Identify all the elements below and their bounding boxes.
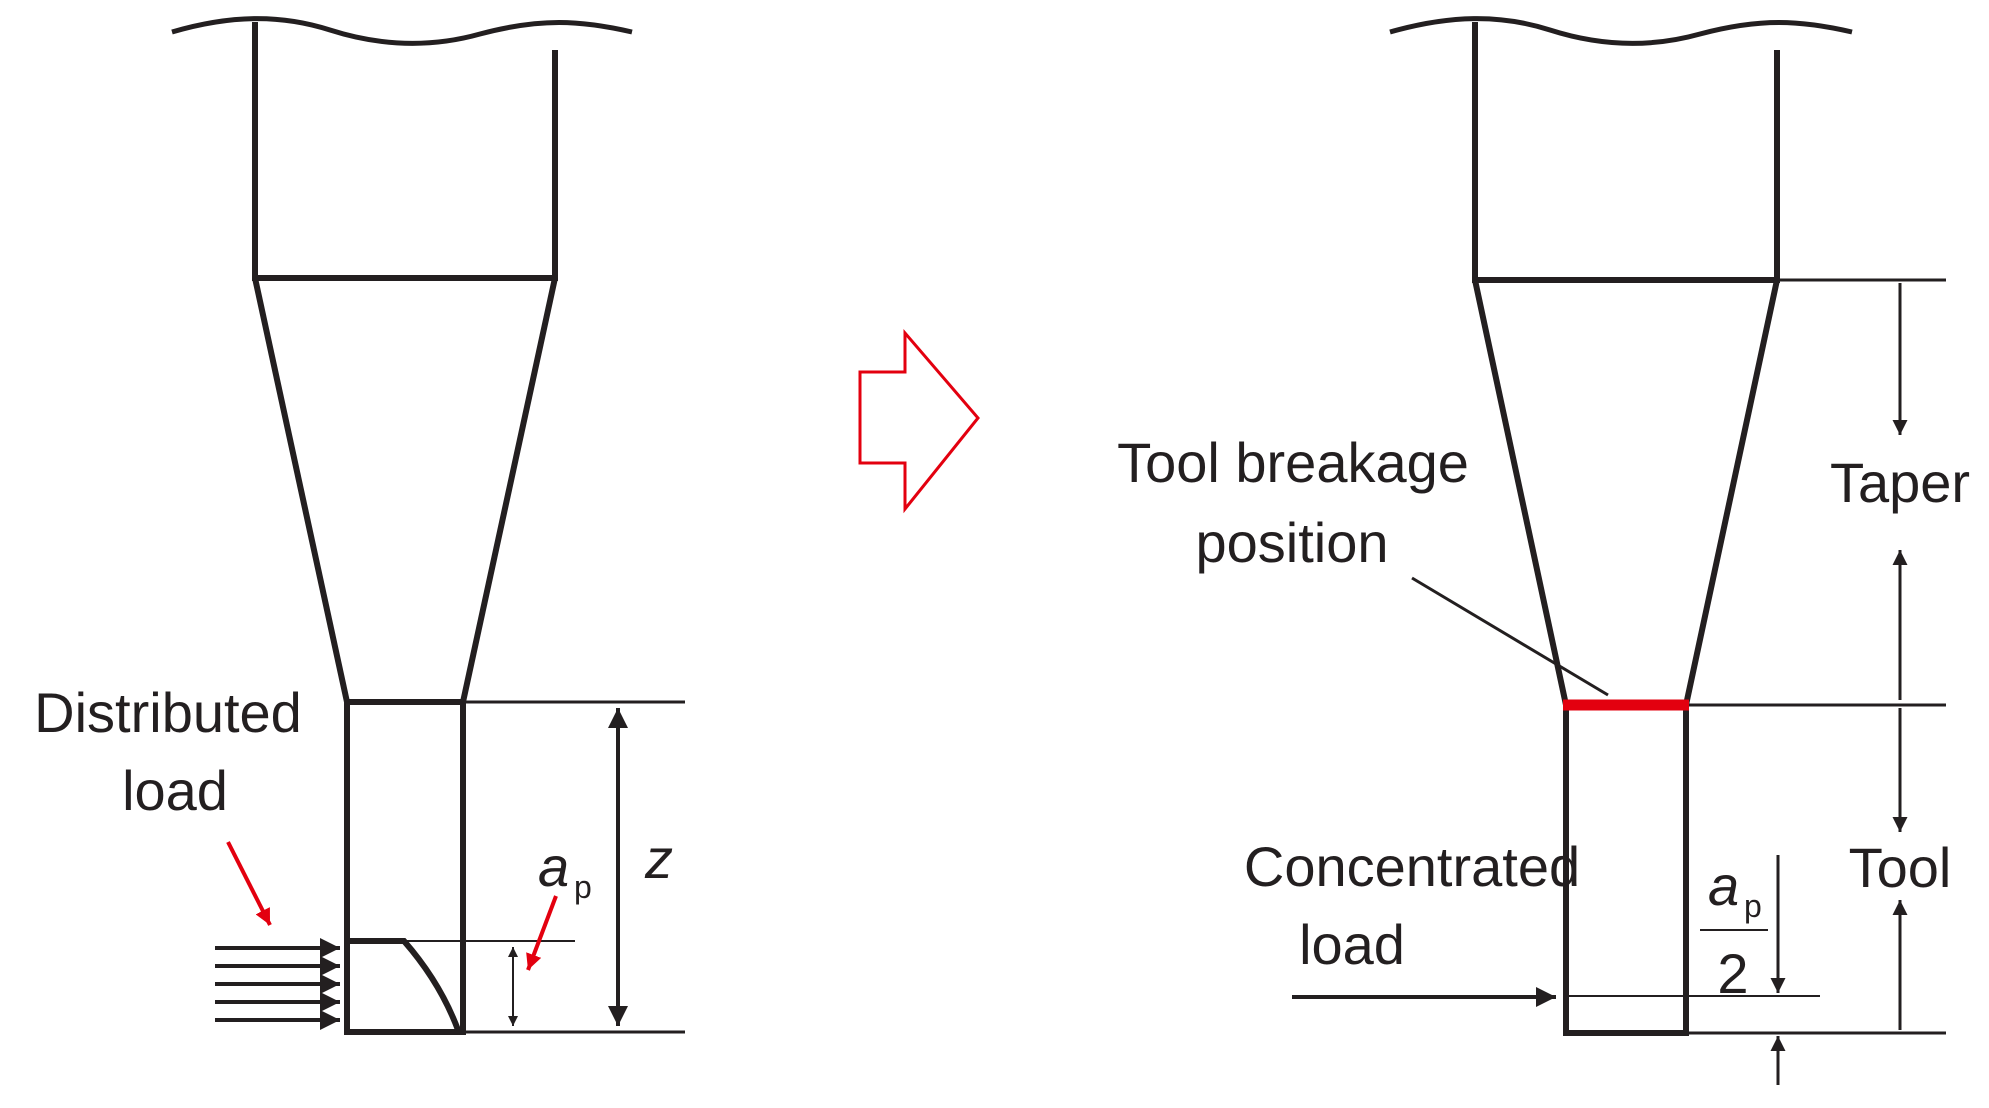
breakage-leader-line	[1411, 576, 1609, 697]
right-taper-left	[1472, 279, 1569, 706]
breakage-label: Tool breakage	[1117, 431, 1469, 494]
ap-half-denominator: 2	[1717, 942, 1748, 1005]
ap-half-numerator: a	[1708, 854, 1739, 917]
left-cutting-edge	[350, 938, 461, 1032]
left-taper-right	[460, 277, 558, 703]
right-tool	[1389, 16, 1853, 1036]
right-dimensions	[1566, 278, 1946, 1085]
distributed-load-label-2: load	[122, 759, 228, 822]
tool-label: Tool	[1849, 836, 1952, 899]
distributed-load-label: Distributed	[34, 681, 302, 744]
left-break-line	[171, 16, 633, 46]
transition-arrow-icon	[858, 328, 980, 514]
concentrated-load-label: Concentrated	[1244, 835, 1580, 898]
left-tool	[171, 16, 633, 1035]
right-taper-right	[1683, 279, 1780, 706]
left-taper-left	[252, 277, 350, 703]
left-dimensions	[404, 700, 685, 1034]
taper-label: Taper	[1830, 451, 1970, 514]
ap-label: a	[538, 835, 569, 898]
breakage-label-2: position	[1195, 511, 1388, 574]
distributed-load-pointer	[226, 841, 272, 926]
ap-half-subscript: p	[1744, 888, 1762, 924]
z-label: z	[644, 827, 673, 890]
right-break-line	[1389, 16, 1853, 46]
concentrated-load-label-2: load	[1299, 913, 1405, 976]
distributed-load-arrows	[215, 938, 340, 1030]
ap-pointer	[526, 895, 558, 971]
ap-subscript: p	[574, 869, 592, 905]
